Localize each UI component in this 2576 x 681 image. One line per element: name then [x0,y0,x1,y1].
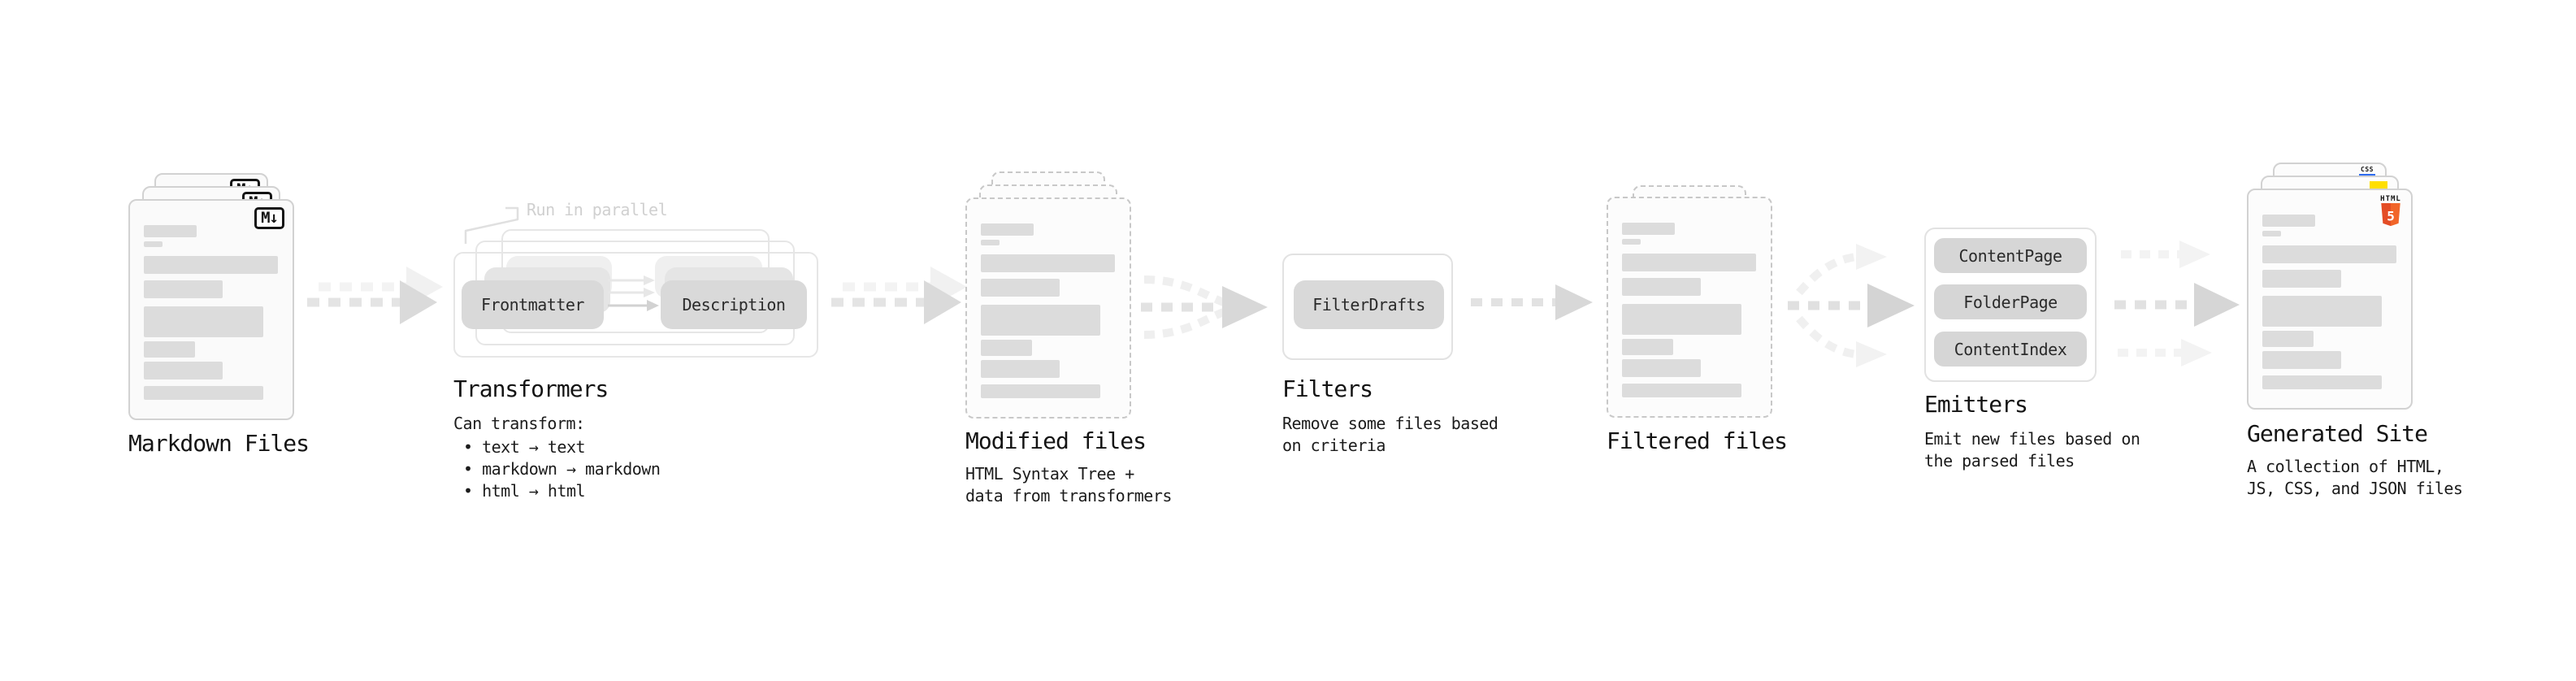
modified-files-heading: Modified files [965,427,1147,454]
generated-site-description: A collection of HTML, [2247,457,2444,476]
annotation-leader-line [464,206,519,244]
contentindex-pill: ContentIndex [1934,332,2087,367]
modified-files-description: HTML Syntax Tree + [965,464,1134,484]
flow-arrow-filtered-to-emitters [1788,244,1915,367]
folderpage-pill: FolderPage [1934,284,2087,319]
transformers-heading: Transformers [453,375,609,402]
frontmatter-pill: Frontmatter [462,280,604,329]
markdown-files-label: Markdown Files [128,430,310,457]
modified-file-card-front [965,197,1131,419]
filterdrafts-pill: FilterDrafts [1294,280,1444,329]
description-pill: Description [661,280,807,329]
filters-heading: Filters [1282,375,1373,402]
filters-description: on criteria [1282,436,1386,455]
parallel-step-arrows [608,275,659,311]
html5-icon: HTML 5 [2380,195,2401,231]
run-in-parallel-annotation: Run in parallel [527,200,668,219]
flow-arrow-transformers-to-modified [831,267,967,324]
generated-site-description: JS, CSS, and JSON files [2247,479,2463,498]
flow-arrow-modified-to-filters [1141,275,1268,339]
filtered-file-card-front [1607,197,1772,418]
contentpage-pill: ContentPage [1934,238,2087,273]
markdown-file-card-front: M↓ [128,199,294,420]
site-file-card-html: HTML 5 [2247,189,2413,410]
flow-arrow-emitters-to-site [2114,241,2240,367]
filters-description: Remove some files based [1282,414,1498,433]
modified-files-description: data from transformers [965,486,1172,505]
text-skeleton [1622,223,1763,397]
transformers-bullet: • text → text [463,437,586,457]
svg-text:5: 5 [2387,209,2395,224]
markdown-icon: M↓ [254,207,284,229]
transformers-bullet: • markdown → markdown [463,459,661,479]
text-skeleton [144,225,284,400]
emitters-heading: Emitters [1924,391,2028,418]
flow-arrow-markdown-to-transformers [307,267,443,324]
flow-arrow-filters-to-filtered [1471,284,1593,320]
filtered-files-label: Filtered files [1607,427,1788,454]
emitters-description: Emit new files based on [1924,429,2140,449]
transformers-bullet: • html → html [463,481,586,501]
text-skeleton [2262,215,2403,389]
generated-site-heading: Generated Site [2247,420,2428,447]
emitters-description: the parsed files [1924,451,2075,471]
transformers-description: Can transform: [453,414,585,433]
text-skeleton [981,223,1121,398]
transformer-box-front [453,252,818,358]
js-file-icon [2370,181,2387,190]
